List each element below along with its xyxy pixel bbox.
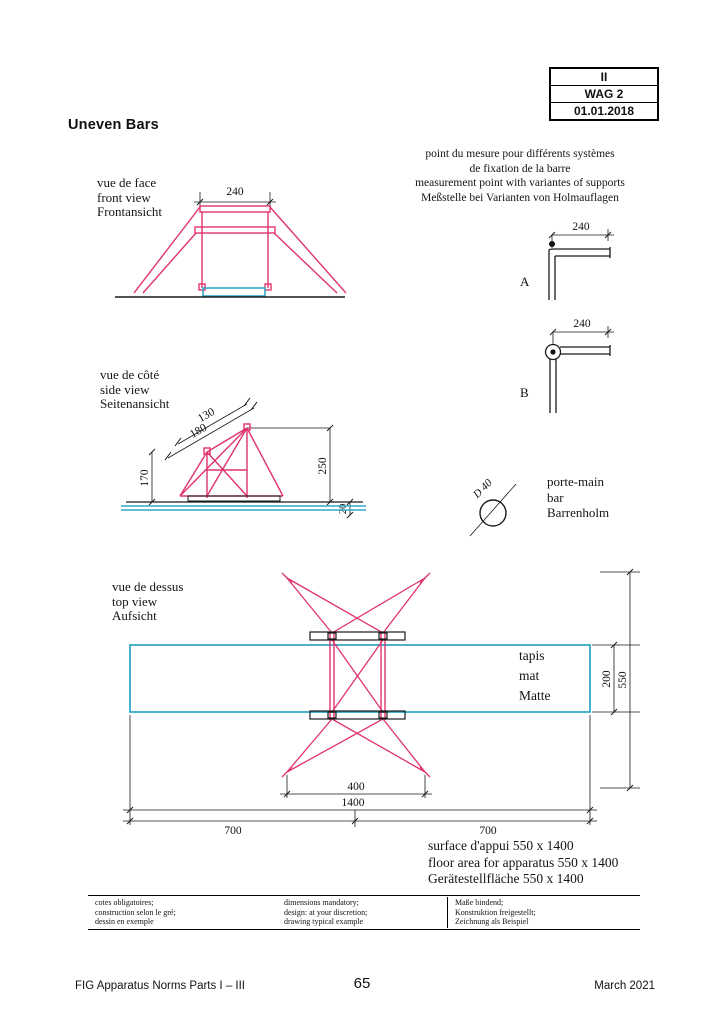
detail-b-label: B (520, 385, 529, 400)
measurement-note-line4: Meßstelle bei Varianten von Holmauflagen (421, 191, 619, 204)
side-view-floor-mat-lines (121, 505, 366, 511)
front-view-label-de: Frontansicht (97, 204, 162, 219)
front-view-frame (133, 205, 347, 294)
top-view-dim-400: 400 (280, 775, 432, 798)
svg-text:250: 250 (317, 457, 329, 475)
top-view-cables (281, 572, 431, 778)
svg-text:180: 180 (188, 422, 209, 441)
legend-table: cotes obligatoires; construction selon l… (88, 895, 640, 930)
measurement-note-line2: de fixation de la barre (469, 162, 571, 175)
legend-fr-line1: cotes obligatoires; (95, 898, 154, 907)
side-view-label-en: side view (100, 381, 150, 397)
floor-area-line-en: floor area for apparatus 550 x 1400 (428, 854, 619, 870)
legend-de-line1: Maße bindend; (455, 898, 504, 907)
measurement-note-line3: measurement point with variantes of supp… (415, 177, 625, 189)
detail-b-clamp (544, 332, 611, 413)
top-view-label-en: top view (112, 593, 158, 609)
top-view-label-fr: vue de dessus (112, 579, 184, 594)
legend-column-fr: cotes obligatoires; construction selon l… (88, 897, 277, 928)
footer-page-number: 65 (353, 975, 371, 992)
mat-labels: tapis mat Matte (519, 646, 551, 706)
top-view-labels: vue de dessus top view Aufsicht (112, 579, 184, 624)
legend-column-en: dimensions mandatory; design: at your di… (277, 897, 447, 928)
side-view-drawing: 130 180 170 250 20 (121, 397, 366, 519)
detail-a-bracket (548, 235, 611, 300)
top-view-mat (129, 644, 591, 713)
svg-text:400: 400 (347, 781, 365, 793)
svg-text:200: 200 (601, 670, 613, 688)
front-view-label-en: front view (97, 189, 151, 205)
floor-area-line-fr: surface d'appui 550 x 1400 (428, 838, 574, 853)
side-view-truss (179, 423, 284, 498)
measurement-note: point du mesure pour différents systèmes… (395, 147, 645, 205)
side-view-labels: vue de côté side view Seitenansicht (100, 367, 170, 412)
footer-document-name: FIG Apparatus Norms Parts I – III (75, 980, 246, 992)
front-view-labels: vue de face front view Frontansicht (97, 175, 162, 220)
mat-label-de: Matte (519, 688, 551, 703)
svg-text:240: 240 (572, 221, 590, 233)
legend-fr-line2: construction selon le gré; (95, 907, 176, 917)
legend-en-line1: dimensions mandatory; (284, 898, 359, 907)
bar-diameter-symbol: D 40 (469, 477, 517, 537)
top-view-dim-200: 200 (592, 641, 640, 716)
side-view-base-plate (187, 495, 281, 502)
svg-text:1400: 1400 (342, 797, 365, 809)
apparatus-code-box: II WAG 2 01.01.2018 (549, 67, 659, 121)
legend-en-line2: design: at your discretion; (284, 907, 368, 917)
top-view-dim-1400: 1400 (123, 715, 597, 825)
side-view-diagonal-dims: 130 180 (164, 397, 258, 461)
detail-a-dim-240: 240 (548, 221, 614, 241)
svg-text:700: 700 (224, 825, 242, 837)
top-view-dim-550: 550 (600, 568, 640, 792)
side-view-dim-170: 170 (139, 448, 156, 506)
apparatus-code: WAG 2 (551, 85, 657, 102)
side-view-label-de: Seitenansicht (100, 396, 170, 411)
svg-text:170: 170 (139, 469, 151, 487)
front-view-dim-240: 240 (194, 186, 276, 206)
bar-label-en: bar (547, 489, 564, 505)
legend-en-line3: drawing typical example (284, 917, 364, 926)
side-view-dim-250: 250 (247, 424, 334, 506)
top-view-label-de: Aufsicht (112, 608, 157, 623)
top-view-drawing: 200 550 400 1400 (123, 568, 640, 837)
svg-text:240: 240 (226, 186, 244, 198)
floor-area-line-de: Gerätestellfläche 550 x 1400 (428, 871, 584, 886)
bar-diameter-line (469, 483, 517, 537)
top-view-rails (329, 632, 386, 720)
front-view-label-fr: vue de face (97, 175, 157, 190)
bar-label-fr: porte-main (547, 474, 605, 489)
floor-area-note: surface d'appui 550 x 1400 floor area fo… (428, 838, 618, 888)
svg-text:130: 130 (196, 406, 217, 425)
footer-date: March 2021 (594, 980, 655, 992)
detail-a-label: A (520, 274, 530, 289)
detail-b-dim-240: 240 (549, 318, 614, 338)
top-view-dim-700s: 700 700 (123, 810, 597, 837)
legend-de-line2: Konstruktion freigestellt; (455, 907, 536, 917)
apparatus-level: II (600, 70, 608, 84)
svg-text:700: 700 (479, 825, 497, 837)
legend-fr-line3: dessin en exemple (95, 917, 154, 926)
apparatus-date: 01.01.2018 (551, 102, 657, 119)
mat-label-fr: tapis (519, 648, 545, 663)
bar-labels: porte-main bar Barrenholm (547, 474, 609, 521)
front-view-mat (202, 287, 266, 297)
support-detail-a: 240 A (520, 221, 614, 300)
svg-text:240: 240 (573, 318, 591, 330)
support-detail-b: 240 B (520, 318, 614, 413)
legend-de-line3: Zeichnung als Beispiel (455, 917, 529, 926)
svg-text:550: 550 (617, 671, 629, 689)
bar-cross-section-circle (479, 499, 507, 527)
bar-diameter-value: D 40 (470, 477, 495, 502)
legend-column-de: Maße bindend; Konstruktion freigestellt;… (447, 897, 640, 928)
bar-label-de: Barrenholm (547, 505, 610, 520)
top-view-crossbars (309, 631, 406, 720)
side-view-label-fr: vue de côté (100, 367, 160, 382)
measurement-note-line1: point du mesure pour différents systèmes (425, 148, 615, 160)
page-title: Uneven Bars (68, 117, 159, 133)
front-view-drawing: 240 (115, 186, 347, 298)
svg-text:20: 20 (338, 504, 349, 515)
mat-label-en: mat (519, 668, 540, 683)
